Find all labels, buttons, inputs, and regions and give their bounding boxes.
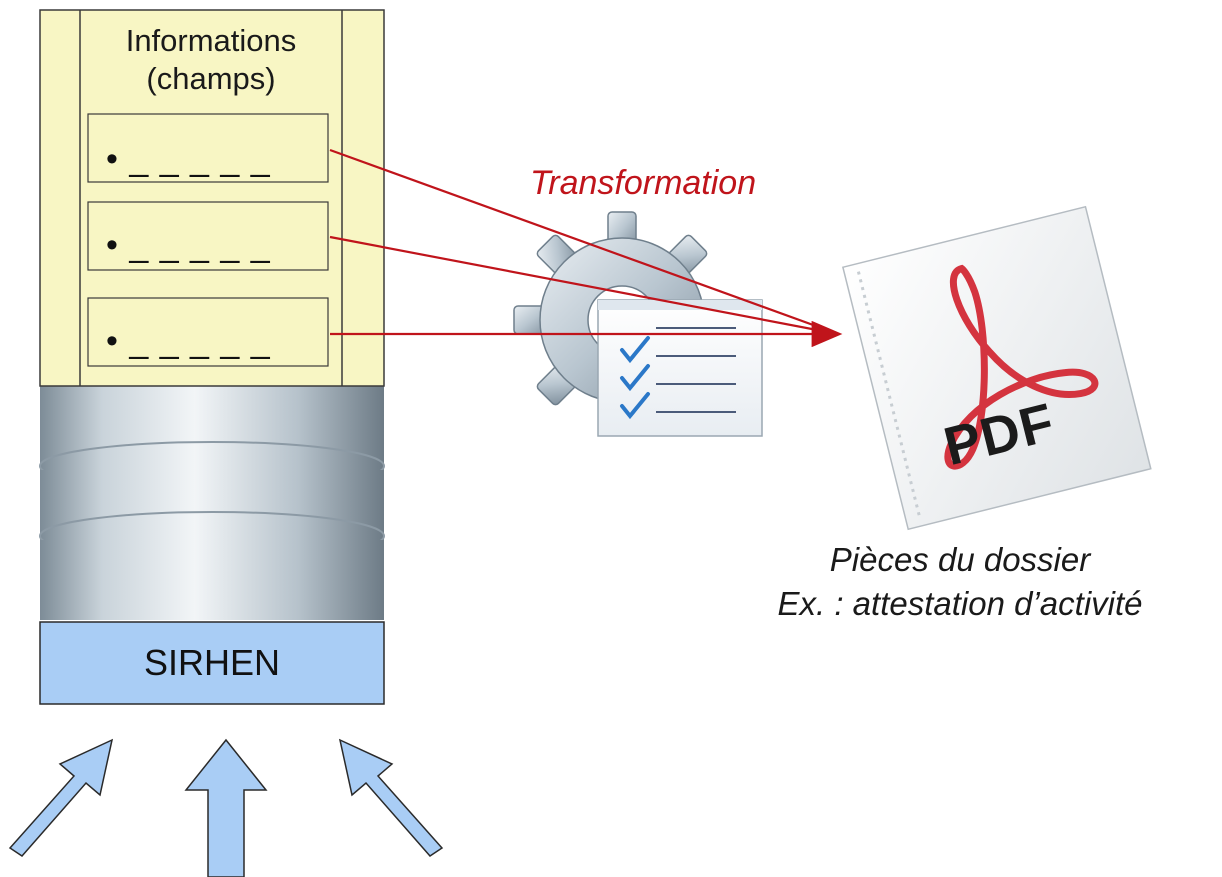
panel-title-line2: (champs) (146, 61, 276, 96)
output-caption-line2: Ex. : attestation d’activité (777, 585, 1143, 622)
field-placeholder-2: • _ _ _ _ _ (106, 226, 271, 264)
connector-line-2 (329, 235, 839, 336)
up-arrow-icon (184, 738, 268, 877)
output-caption: Pièces du dossier Ex. : attestation d’ac… (700, 538, 1220, 626)
connector-line-1 (329, 148, 839, 336)
pdf-binding (856, 271, 922, 519)
field-placeholder-3: • _ _ _ _ _ (106, 322, 271, 360)
transformation-label: Transformation (530, 164, 757, 202)
field-box-3 (87, 297, 329, 367)
panel-title-line1: Informations (125, 23, 297, 58)
database-disk (40, 540, 384, 620)
up-arrow-icon (8, 738, 114, 857)
check-icon (620, 392, 650, 420)
check-icon (620, 364, 650, 392)
field-box-1 (87, 113, 329, 183)
system-name: SIRHEN (143, 642, 281, 683)
panel-title: Informations (champs) (80, 22, 342, 98)
up-arrow-icon (338, 738, 444, 857)
checklist-sheet (597, 299, 763, 437)
acrobat-logo-icon (944, 264, 1099, 470)
pdf-paper (841, 205, 1152, 531)
field-box-2 (87, 201, 329, 271)
output-caption-line1: Pièces du dossier (829, 541, 1091, 578)
check-icon (620, 336, 650, 364)
field-placeholder-1: • _ _ _ _ _ (106, 140, 271, 178)
